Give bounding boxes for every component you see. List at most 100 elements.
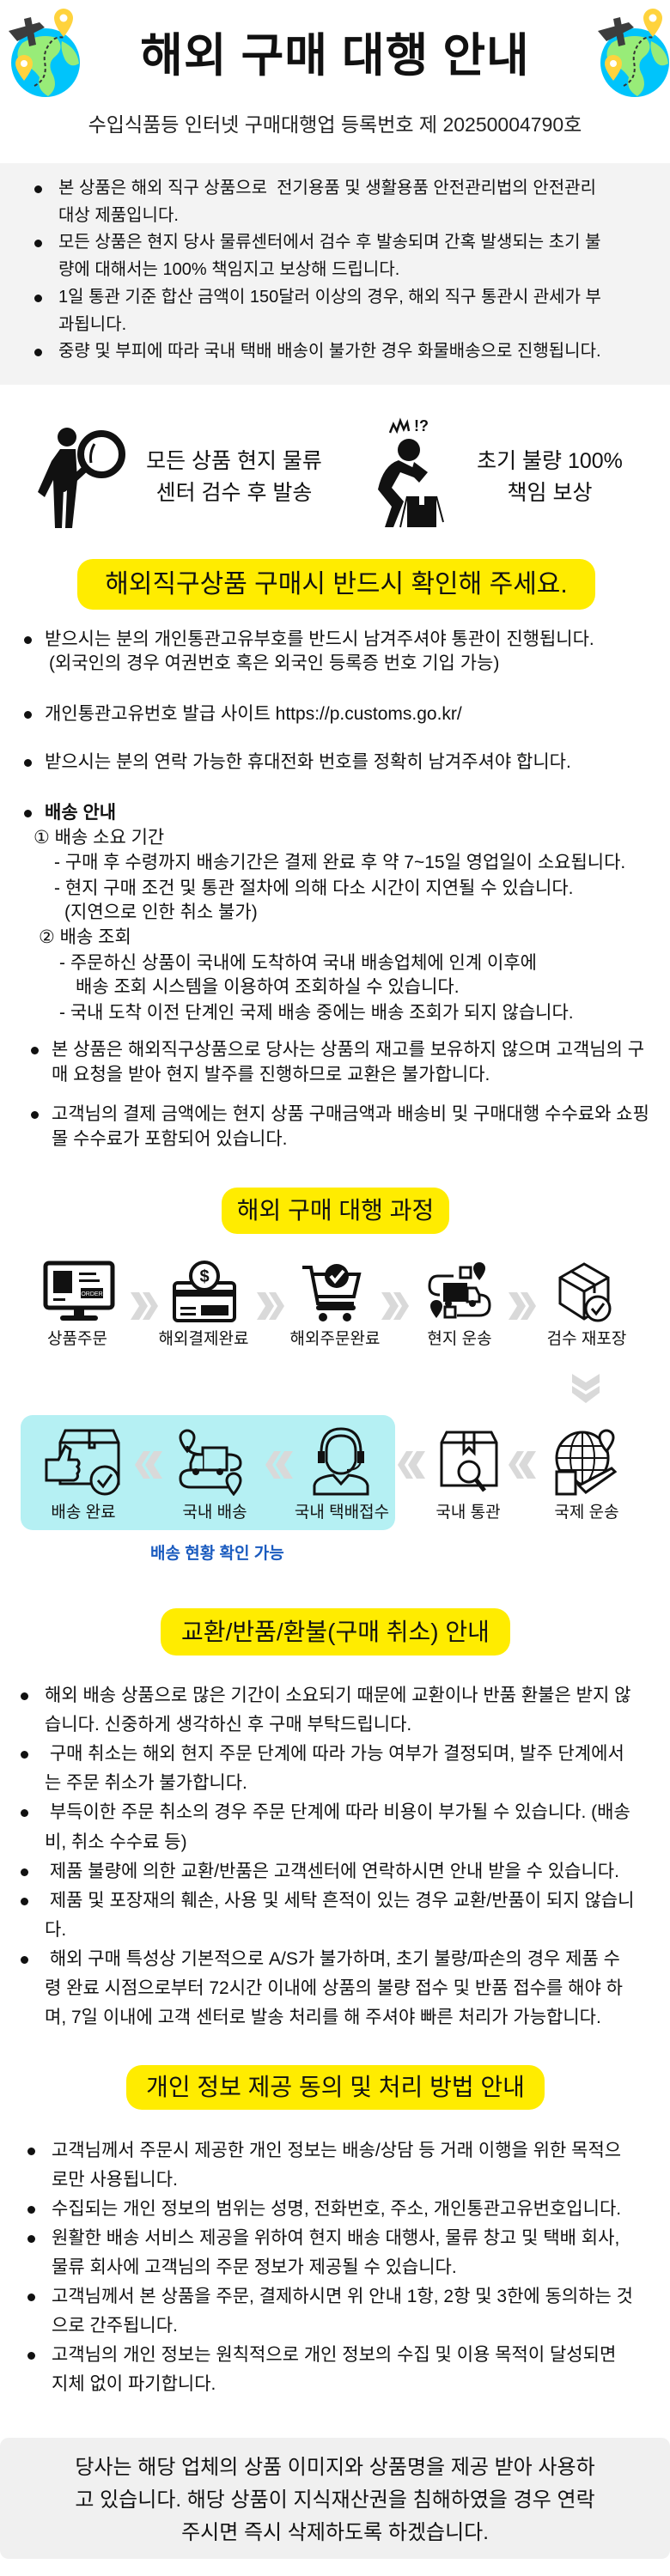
process-heading: 해외 구매 대행 과정 bbox=[222, 1188, 449, 1234]
period-text: - 구매 후 수령까지 배송기간은 결제 완료 후 약 7~15일 영업일이 소… bbox=[54, 853, 626, 872]
bullet-icon bbox=[34, 349, 42, 357]
page-title: 해외 구매 대행 안내 bbox=[140, 30, 530, 82]
tracking-text: 배송 조회 시스템을 이용하여 조회하실 수 있습니다. bbox=[76, 977, 460, 997]
list-item-line: 원활한 배송 서비스 제공을 위하여 현지 배송 대행사, 물류 창고 및 택배… bbox=[52, 2228, 620, 2248]
list-item-line: 모든 상품은 현지 당사 물류센터에서 검수 후 발송되며 간혹 발생되는 초기… bbox=[58, 233, 601, 252]
customs-code-note: (외국인의 경우 여권번호 혹은 외국인 등록증 번호 기입 가능) bbox=[49, 653, 500, 673]
list-item-line: 으로 간주됩니다. bbox=[52, 2316, 178, 2336]
period-text: - 현지 구매 조건 및 통관 절차에 의해 다소 시간이 지연될 수 있습니다… bbox=[54, 878, 574, 898]
chevron-right-icon bbox=[131, 1292, 158, 1320]
step-label: 해외주문완료 bbox=[289, 1330, 381, 1348]
stock-notice: 매 요청을 받아 현지 발주를 진행하므로 교환은 불가합니다. bbox=[52, 1065, 490, 1084]
feature-text-line: 책임 보상 bbox=[507, 481, 593, 505]
feature-text-line: 센터 검수 후 발송 bbox=[155, 481, 313, 505]
chevron-left-icon bbox=[265, 1451, 293, 1479]
tracking-title: ② 배송 조회 bbox=[39, 927, 131, 947]
privacy-heading: 개인 정보 제공 동의 및 처리 방법 안내 bbox=[126, 2065, 545, 2110]
bullet-icon bbox=[21, 1897, 28, 1905]
customs-code-text: 받으시는 분의 개인통관고유부호를 반드시 남겨주셔야 통관이 진행됩니다. bbox=[45, 629, 594, 649]
tracking-available-note: 배송 현황 확인 가능 bbox=[150, 1545, 284, 1563]
svg-text:$: $ bbox=[199, 1267, 209, 1286]
list-item-line: 과됩니다. bbox=[58, 314, 127, 334]
fee-notice: 고객님의 결제 금액에는 현지 상품 구매금액과 배송비 및 구매대행 수수료와… bbox=[52, 1104, 649, 1124]
list-item-line: 며, 7일 이내에 고객 센터로 발송 처리를 해 주셔야 빠른 처리가 가능합… bbox=[45, 2008, 601, 2028]
list-item-line: 물류 회사에 고객님의 주문 정보가 제공될 수 있습니다. bbox=[52, 2257, 457, 2277]
cart-check-icon bbox=[302, 1264, 362, 1321]
period-text: (지연으로 인한 취소 불가) bbox=[64, 902, 258, 922]
list-item-line: 다. bbox=[45, 1919, 67, 1940]
period-title: ① 배송 소요 기간 bbox=[34, 828, 165, 848]
svg-text:ORDER: ORDER bbox=[81, 1291, 102, 1297]
fee-notice: 몰 수수료가 포함되어 있습니다. bbox=[52, 1129, 288, 1149]
notice-box bbox=[0, 163, 670, 385]
bullet-icon bbox=[27, 2235, 35, 2243]
disclaimer-line: 주시면 즉시 삭제하도록 하겠습니다. bbox=[181, 2521, 489, 2544]
list-item-line: 해외 배송 상품으로 많은 기간이 소요되기 때문에 교환이나 반품 환불은 받… bbox=[45, 1686, 631, 1705]
list-item-line: 는 주문 취소가 불가합니다. bbox=[45, 1773, 247, 1794]
inspector-magnifier-icon bbox=[38, 428, 125, 528]
list-item-line: 부득이한 주문 취소의 경우 주문 단계에 따라 비용이 부가될 수 있습니다.… bbox=[45, 1802, 630, 1823]
bullet-icon bbox=[27, 2206, 35, 2214]
defective-box-person-icon: !? bbox=[378, 417, 444, 528]
globe-travel-icon bbox=[9, 9, 80, 97]
list-item-line: 구매 취소는 해외 현지 주문 단계에 따라 가능 여부가 결정되며, 발주 단… bbox=[45, 1744, 624, 1765]
disclaimer-line: 고 있습니다. 해당 상품이 지식재산권을 침해하였을 경우 연락 bbox=[75, 2488, 595, 2512]
chevron-left-icon bbox=[398, 1451, 425, 1479]
svg-text:!?: !? bbox=[414, 417, 429, 434]
customs-site-link[interactable]: 개인통관고유번호 발급 사이트 https://p.customs.go.kr/ bbox=[45, 704, 462, 724]
chevron-left-icon bbox=[135, 1451, 162, 1479]
bullet-icon bbox=[27, 2293, 35, 2301]
step-label: 국내 통관 bbox=[436, 1504, 501, 1522]
bullet-icon bbox=[34, 240, 42, 248]
feature-text-line: 초기 불량 100% bbox=[477, 449, 623, 473]
box-search-icon bbox=[440, 1431, 498, 1492]
bullet-icon bbox=[34, 185, 42, 193]
disclaimer-box: 당사는 해당 업체의 상품 이미지와 상품명을 제공 받아 사용하 고 있습니다… bbox=[0, 2438, 670, 2559]
list-item-line: 제품 불량에 의한 교환/반품은 고객센터에 연락하시면 안내 받을 수 있습니… bbox=[45, 1861, 619, 1881]
box-check-icon bbox=[558, 1262, 612, 1322]
tracking-text: - 국내 도착 이전 단계인 국제 배송 중에는 배송 조회가 되지 않습니다. bbox=[59, 1003, 574, 1023]
step-label: 국내 배송 bbox=[182, 1504, 247, 1522]
truck-route-icon bbox=[428, 1262, 491, 1319]
bullet-icon bbox=[21, 1868, 28, 1876]
tracking-text: - 주문하신 상품이 국내에 도착하여 국내 배송업체에 인계 이후에 bbox=[59, 953, 537, 973]
step-label: 현지 운송 bbox=[427, 1330, 492, 1348]
bullet-icon bbox=[21, 1751, 28, 1759]
step-label: 검수 재포장 bbox=[546, 1330, 627, 1348]
list-item-line: 수집되는 개인 정보의 범위는 성명, 전화번호, 주소, 개인통관고유번호입니… bbox=[52, 2199, 622, 2219]
bullet-icon bbox=[27, 2352, 35, 2360]
step-label: 해외결제완료 bbox=[158, 1330, 249, 1348]
step-label: 상품주문 bbox=[47, 1330, 107, 1348]
list-item-line: 해외 구매 특성상 기본적으로 A/S가 불가하며, 초기 불량/파손의 경우 … bbox=[45, 1948, 620, 1969]
list-item-line: 중량 및 부피에 따라 국내 택배 배송이 불가한 경우 화물배송으로 진행됩니… bbox=[58, 342, 601, 361]
registration-number: 수입식품등 인터넷 구매대행업 등록번호 제 20250004790호 bbox=[88, 113, 582, 136]
list-item-line: 습니다. 신중하게 생각하신 후 구매 부탁드립니다. bbox=[45, 1715, 412, 1735]
box-thumbs-up-icon bbox=[45, 1429, 120, 1496]
chevron-down-icon bbox=[572, 1374, 600, 1403]
step-label: 배송 완료 bbox=[51, 1504, 116, 1522]
list-item-line: 대상 제품입니다. bbox=[58, 205, 179, 225]
bullet-icon bbox=[21, 1955, 28, 1964]
globe-plane-icon bbox=[555, 1429, 617, 1496]
feature-text-line: 모든 상품 현지 물류 bbox=[146, 449, 322, 473]
globe-travel-icon bbox=[598, 9, 669, 97]
list-item-line: 로만 사용됩니다. bbox=[52, 2170, 178, 2190]
exchange-heading: 교환/반품/환불(구매 취소) 안내 bbox=[161, 1608, 510, 1656]
step-label: 국내 택배접수 bbox=[294, 1504, 390, 1522]
disclaimer-line: 당사는 해당 업체의 상품 이미지와 상품명을 제공 받아 사용하 bbox=[75, 2456, 595, 2479]
headset-agent-icon bbox=[313, 1427, 369, 1496]
list-item-line: 량에 대해서는 100% 책임지고 보상해 드립니다. bbox=[58, 260, 400, 280]
card-payment-icon: $ bbox=[173, 1261, 236, 1322]
phone-notice: 받으시는 분의 연락 가능한 휴대전화 번호를 정확히 남겨주셔야 합니다. bbox=[45, 752, 571, 772]
bullet-icon bbox=[21, 1692, 28, 1701]
bullet-icon bbox=[21, 1809, 28, 1818]
bullet-icon bbox=[27, 2148, 35, 2155]
bullet-icon bbox=[34, 294, 42, 302]
chevron-right-icon bbox=[381, 1292, 409, 1320]
list-item-line: 지체 없이 파기합니다. bbox=[52, 2374, 216, 2394]
list-item-line: 령 완료 시점으로부터 72시간 이내에 상품의 불량 접수 및 반품 접수를 … bbox=[45, 1978, 623, 1998]
truck-route-icon bbox=[179, 1429, 242, 1496]
list-item-line: 고객님의 개인 정보는 원칙적으로 개인 정보의 수집 및 이용 목적이 달성되… bbox=[52, 2345, 617, 2365]
check-heading: 해외직구상품 구매시 반드시 확인해 주세요. bbox=[77, 559, 595, 610]
list-item-line: 고객님께서 주문시 제공한 개인 정보는 배송/상담 등 거래 이행을 위한 목… bbox=[52, 2141, 622, 2160]
